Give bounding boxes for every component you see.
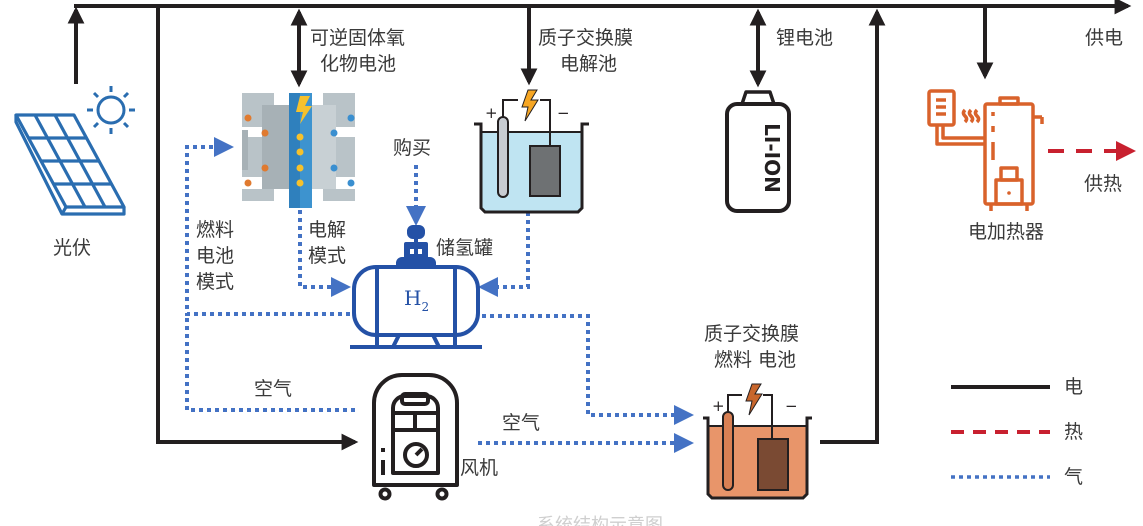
purchase-label: 购买 xyxy=(393,137,432,159)
fuel-cell-mode-line3: 模式 xyxy=(196,271,235,293)
sofc-label-line1: 可逆固体氧 xyxy=(310,27,406,49)
electrolysis-mode-line2: 模式 xyxy=(308,245,347,267)
svg-text:−: − xyxy=(557,104,570,122)
pem-fuel-cell-label-line1: 质子交换膜 xyxy=(704,323,800,345)
fuel-cell-mode-line1: 燃料 xyxy=(196,219,235,241)
svg-text:+: + xyxy=(712,397,725,415)
li-ion-battery-icon: LI-ION xyxy=(725,90,791,213)
tank-to-sofc-fuel-line xyxy=(185,137,350,316)
electric-lines xyxy=(67,0,1132,451)
fuel-cell-to-bus-line xyxy=(820,8,886,444)
electrolysis-mode-line1: 电解 xyxy=(308,219,347,241)
tank-h2-symbol: H2 xyxy=(404,286,429,314)
hydrogen-tank-icon xyxy=(350,225,482,349)
legend-electric-label: 电 xyxy=(1064,376,1084,398)
sun-icon xyxy=(87,86,135,134)
electric-heater-label: 电加热器 xyxy=(968,221,1045,243)
legend-swatches xyxy=(951,385,1050,479)
air-label-right: 空气 xyxy=(502,412,541,434)
tank-valve-slot-left xyxy=(410,249,414,254)
solar-panel-icon xyxy=(14,113,126,216)
bus-to-fan-line xyxy=(156,6,359,451)
tank-valve-slot-right xyxy=(418,249,422,254)
heater-dot xyxy=(1007,191,1011,195)
legend-heat-label: 热 xyxy=(1064,421,1084,443)
air-to-sofc-line xyxy=(185,314,355,412)
electric-heater-icon xyxy=(927,89,1044,211)
li-battery-label: 锂电池 xyxy=(776,27,834,49)
svg-text:+: + xyxy=(485,104,498,122)
pem-electrolyzer-icon: + − xyxy=(474,89,589,214)
pv-label: 光伏 xyxy=(53,237,92,259)
legend-gas-label: 气 xyxy=(1064,466,1084,488)
pem-fuel-cell-icon: + − xyxy=(703,383,812,500)
pem-fuel-cell-label-line2: 燃料 电池 xyxy=(714,349,797,371)
electrolyzer-to-tank-line xyxy=(478,212,530,297)
fuel-cell-mode-line2: 电池 xyxy=(196,245,235,267)
sofc-label-line2: 化物电池 xyxy=(320,53,397,75)
sofc-electrolysis-to-tank-line xyxy=(298,210,351,297)
air-label-left: 空气 xyxy=(254,378,293,400)
pem-electrolyzer-label-line1: 质子交换膜 xyxy=(538,27,634,49)
fan-label: 风机 xyxy=(460,457,499,479)
gas-lines xyxy=(185,137,694,453)
figure-caption-clipped: 系统结构示意图 xyxy=(537,515,663,526)
power-supply-label: 供电 xyxy=(1085,27,1124,49)
sofc-stack-icon xyxy=(242,93,355,208)
pem-electrolyzer-label-line2: 电解池 xyxy=(560,53,618,75)
battery-text: LI-ION xyxy=(760,123,784,193)
tank-to-fuel-cell-line xyxy=(482,314,694,425)
heat-supply-label: 供热 xyxy=(1084,173,1123,195)
fan-blower-icon xyxy=(372,373,459,501)
svg-text:−: − xyxy=(785,397,798,415)
hydrogen-tank-label: 储氢罐 xyxy=(436,237,494,259)
